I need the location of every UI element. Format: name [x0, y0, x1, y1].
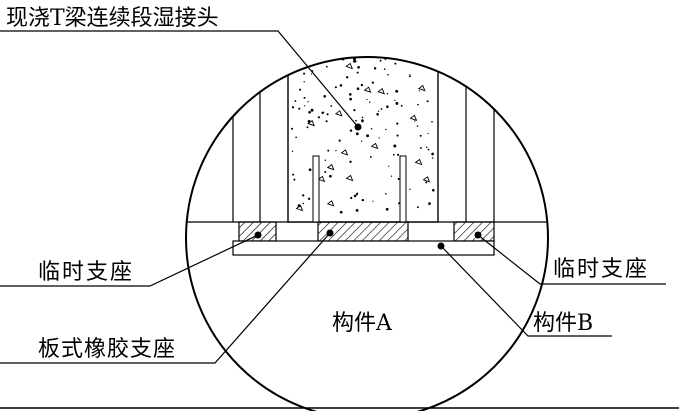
label-member-b: 构件B [533, 311, 593, 336]
label-rubber-bearing: 板式橡胶支座 [38, 337, 176, 362]
label-left-temporary-support: 临时支座 [38, 260, 134, 285]
label-right-temporary-support: 临时支座 [553, 257, 649, 282]
detail-contents [186, 57, 548, 256]
detail-circle [185, 56, 549, 411]
leader-dots [254, 123, 482, 250]
right-temporary-support [453, 221, 495, 242]
right-girder-web [465, 57, 495, 222]
label-wet-joint: 现浇T梁连续段湿接头 [6, 6, 219, 31]
wet-joint-concrete [287, 57, 439, 223]
member-b-cap [232, 240, 495, 256]
leader-lines [0, 30, 666, 364]
label-member-a: 构件A [332, 311, 393, 336]
left-girder-web [232, 57, 261, 222]
